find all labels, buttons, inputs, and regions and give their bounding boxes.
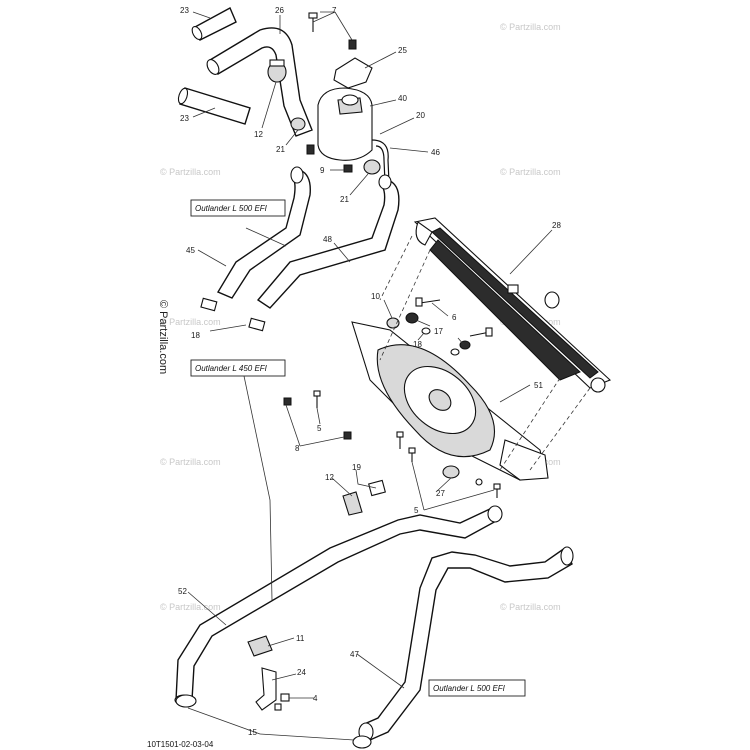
clamp-part-21-lower [363, 159, 381, 175]
callout-12: 12 [254, 130, 263, 139]
callout-labels: 23 26 7 25 40 23 12 20 21 46 9 21 28 45 … [178, 6, 561, 737]
alignment-lines [379, 235, 591, 471]
watermark: © Partzilla.com [160, 167, 221, 177]
bolts-part-5 [313, 390, 501, 498]
callout-18: 18 [413, 340, 422, 349]
callout-51: 51 [534, 381, 543, 390]
clamp-part-21-top [290, 117, 306, 131]
document-id: 10T1501-02-03-04 [147, 740, 214, 749]
hose-part-26 [206, 27, 313, 137]
clamp-part-12-lower [342, 491, 363, 516]
hose-part-47 [358, 546, 574, 742]
callout-18: 18 [191, 331, 200, 340]
callout-24: 24 [297, 668, 306, 677]
callout-5: 5 [317, 424, 322, 433]
bracket-part-24 [255, 667, 277, 711]
model-label-top-text: Outlander L 500 EFI [195, 204, 268, 213]
callout-15: 15 [248, 728, 257, 737]
watermark: © Partzilla.com [500, 167, 561, 177]
hose-part-48 [256, 174, 400, 309]
callout-4: 4 [313, 694, 318, 703]
rubber-mount-part-27 [442, 465, 483, 486]
bolt-part-7 [308, 12, 357, 50]
overflow-tube-part-46 [371, 139, 391, 206]
bolts-part-6 [415, 297, 493, 337]
fan-assembly-part-51 [351, 321, 549, 481]
callout-47: 47 [350, 650, 359, 659]
callout-12: 12 [325, 473, 334, 482]
callout-7: 7 [332, 6, 337, 15]
bushing-part-18-c [421, 327, 460, 356]
hose-part-23-lower [177, 87, 251, 125]
callout-10: 10 [371, 292, 380, 301]
clamp-part-11 [247, 635, 273, 657]
callout-45: 45 [186, 246, 195, 255]
callout-52: 52 [178, 587, 187, 596]
grommet-part-10 [386, 317, 400, 329]
side-watermark: © Partzilla.com [157, 300, 169, 374]
callout-23: 23 [180, 114, 189, 123]
callout-5: 5 [414, 506, 419, 515]
coolant-reservoir-part-40 [317, 87, 373, 161]
hose-part-23-top [191, 7, 237, 41]
hose-part-52 [174, 505, 503, 706]
callout-20: 20 [416, 111, 425, 120]
clip-part-19 [368, 479, 386, 497]
callout-17: 17 [434, 327, 443, 336]
callout-6: 6 [452, 313, 457, 322]
radiator-part-28 [413, 217, 612, 393]
model-label-bottom: Outlander L 500 EFI [428, 679, 526, 697]
model-label-middle-text: Outlander L 450 EFI [195, 364, 268, 373]
clamp-part-12-top [267, 59, 287, 83]
callout-25: 25 [398, 46, 407, 55]
fitting-part-9 [306, 144, 353, 173]
callout-27: 27 [436, 489, 445, 498]
callout-21: 21 [276, 145, 285, 154]
callout-11: 11 [296, 634, 305, 643]
watermark: © Partzilla.com [500, 22, 561, 32]
bolt-part-4 [274, 693, 290, 711]
cap-part-25 [333, 57, 373, 89]
callout-46: 46 [431, 148, 440, 157]
watermark: © Partzilla.com [160, 317, 221, 327]
watermark: © Partzilla.com [160, 602, 221, 612]
model-label-middle: Outlander L 450 EFI [190, 359, 286, 377]
callout-19: 19 [352, 463, 361, 472]
watermark: © Partzilla.com [160, 457, 221, 467]
watermark: © Partzilla.com [500, 602, 561, 612]
callout-8: 8 [295, 444, 300, 453]
callout-26: 26 [275, 6, 284, 15]
callout-40: 40 [398, 94, 407, 103]
clamp-part-18-b [248, 317, 266, 332]
leader-lines [187, 11, 553, 741]
model-label-bottom-text: Outlander L 500 EFI [433, 684, 506, 693]
callout-23: 23 [180, 6, 189, 15]
clamp-part-15 [175, 694, 372, 749]
clamp-part-18-a [200, 297, 218, 312]
callout-21: 21 [340, 195, 349, 204]
callout-28: 28 [552, 221, 561, 230]
callout-48: 48 [323, 235, 332, 244]
callout-9: 9 [320, 166, 325, 175]
model-label-top: Outlander L 500 EFI [190, 199, 286, 217]
nuts-part-8 [283, 397, 352, 440]
hose-part-45 [216, 166, 311, 299]
